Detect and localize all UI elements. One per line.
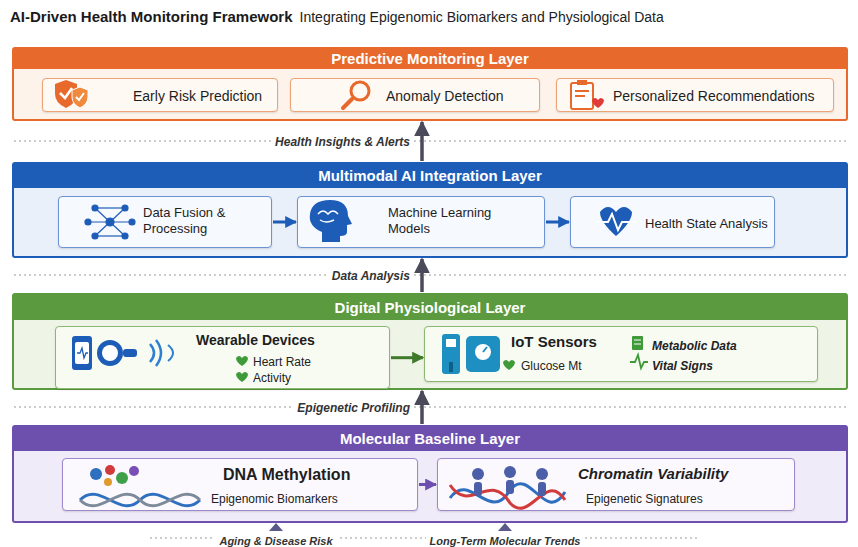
component-box: Early Risk Prediction	[42, 78, 278, 112]
box-label: Chromatin Variability	[578, 465, 728, 483]
text-holder: IoT Sensors	[511, 333, 597, 351]
text-holder: Wearable Devices	[196, 331, 315, 349]
edge-label: Data Analysis	[328, 268, 414, 284]
component-box: DNA MethylationEpigenomic Biomarkers	[62, 458, 418, 511]
layer-band: Molecular Baseline LayerDNA MethylationE…	[12, 425, 848, 523]
band-heading: Digital Physiological Layer	[335, 299, 526, 317]
detail-text: Epigenomic Biomarkers	[211, 492, 338, 506]
trend-label: Long-Term Molecular Trends	[426, 535, 585, 547]
text-holder: Glucose Mt	[521, 356, 582, 374]
band-heading: Multimodal AI Integration Layer	[318, 167, 542, 185]
bottom-arrows	[269, 523, 512, 531]
box-label: Machine Learning Models	[388, 205, 528, 236]
text-holder: Early Risk Prediction	[133, 87, 262, 105]
box-label: DNA Methylation	[223, 465, 350, 484]
text-holder: Chromatin Variability	[578, 465, 728, 483]
text-holder: Health State Analysis	[645, 214, 768, 232]
component-box: Data Fusion & Processing	[58, 196, 272, 248]
detail-text: Metabolic Data	[652, 339, 737, 353]
layer-band: Digital Physiological LayerWearable Devi…	[12, 293, 848, 390]
text-holder: Personalized Recommendations	[613, 87, 815, 105]
text-holder: Anomaly Detection	[386, 87, 504, 105]
detail-text: Glucose Mt	[521, 359, 582, 373]
detail-text: Vital Signs	[652, 359, 713, 373]
text-holder: Health Insights & Alerts	[271, 132, 414, 150]
detail-text: Activity	[253, 371, 291, 385]
text-holder: DNA Methylation	[223, 465, 350, 484]
text-holder: Machine Learning Models	[388, 205, 528, 237]
connector-arrow	[420, 122, 424, 161]
text-holder: Data Fusion & Processing	[143, 205, 263, 237]
connector-arrow	[420, 259, 424, 292]
text-holder: Predictive Monitoring Layer	[14, 49, 846, 69]
trend-label: Aging & Disease Risk	[215, 535, 336, 547]
text-holder: Digital Physiological Layer	[14, 295, 846, 320]
text-holder: Activity	[253, 368, 291, 386]
text-holder: Epigenetic Profiling	[293, 398, 414, 416]
box-label: Personalized Recommendations	[613, 88, 815, 105]
layer-band: Predictive Monitoring LayerEarly Risk Pr…	[12, 47, 848, 121]
component-box: Wearable DevicesHeart RateActivity	[55, 326, 390, 389]
text-holder: Epigenetic Signatures	[586, 489, 703, 507]
text-holder: Long-Term Molecular Trends	[355, 531, 655, 547]
box-label: Health State Analysis	[645, 216, 768, 232]
component-box: Anomaly Detection	[290, 78, 540, 112]
component-box: Chromatin VariabilityEpigenetic Signatur…	[437, 458, 795, 511]
text-holder: Aging & Disease Risk	[126, 531, 426, 547]
detail-text: Epigenetic Signatures	[586, 492, 703, 506]
text-holder: Molecular Baseline Layer	[14, 427, 846, 451]
subtitle: Integrating Epigenomic Biomarkers and Ph…	[300, 9, 664, 25]
title: AI-Driven Health Monitoring Framework	[10, 8, 293, 25]
text-holder: Epigenomic Biomarkers	[211, 489, 338, 507]
box-label: Early Risk Prediction	[133, 88, 262, 105]
box-label: Anomaly Detection	[386, 88, 504, 105]
text-holder: Multimodal AI Integration Layer	[14, 164, 846, 188]
title-row: AI-Driven Health Monitoring Framework Int…	[10, 8, 664, 26]
band-heading: Predictive Monitoring Layer	[331, 50, 529, 68]
band-heading: Molecular Baseline Layer	[340, 430, 520, 448]
box-label: Data Fusion & Processing	[143, 205, 263, 236]
layer-band: Multimodal AI Integration LayerData Fusi…	[12, 162, 848, 258]
text-holder: Metabolic Data	[652, 336, 737, 354]
edge-label: Epigenetic Profiling	[293, 400, 414, 416]
text-holder: Heart Rate	[253, 352, 311, 370]
component-box: Health State Analysis	[570, 196, 775, 248]
box-label: Wearable Devices	[196, 332, 315, 349]
box-label: IoT Sensors	[511, 333, 597, 351]
text-holder: Data Analysis	[328, 266, 414, 284]
component-box: Personalized Recommendations	[556, 78, 834, 112]
component-box: IoT SensorsGlucose Mt Metabolic DataVital…	[424, 326, 818, 382]
detail-text: Heart Rate	[253, 355, 311, 369]
component-box: Machine Learning Models	[297, 196, 545, 248]
edge-label: Health Insights & Alerts	[271, 134, 414, 150]
connector-arrow	[420, 391, 424, 424]
text-holder: Vital Signs	[652, 356, 713, 374]
